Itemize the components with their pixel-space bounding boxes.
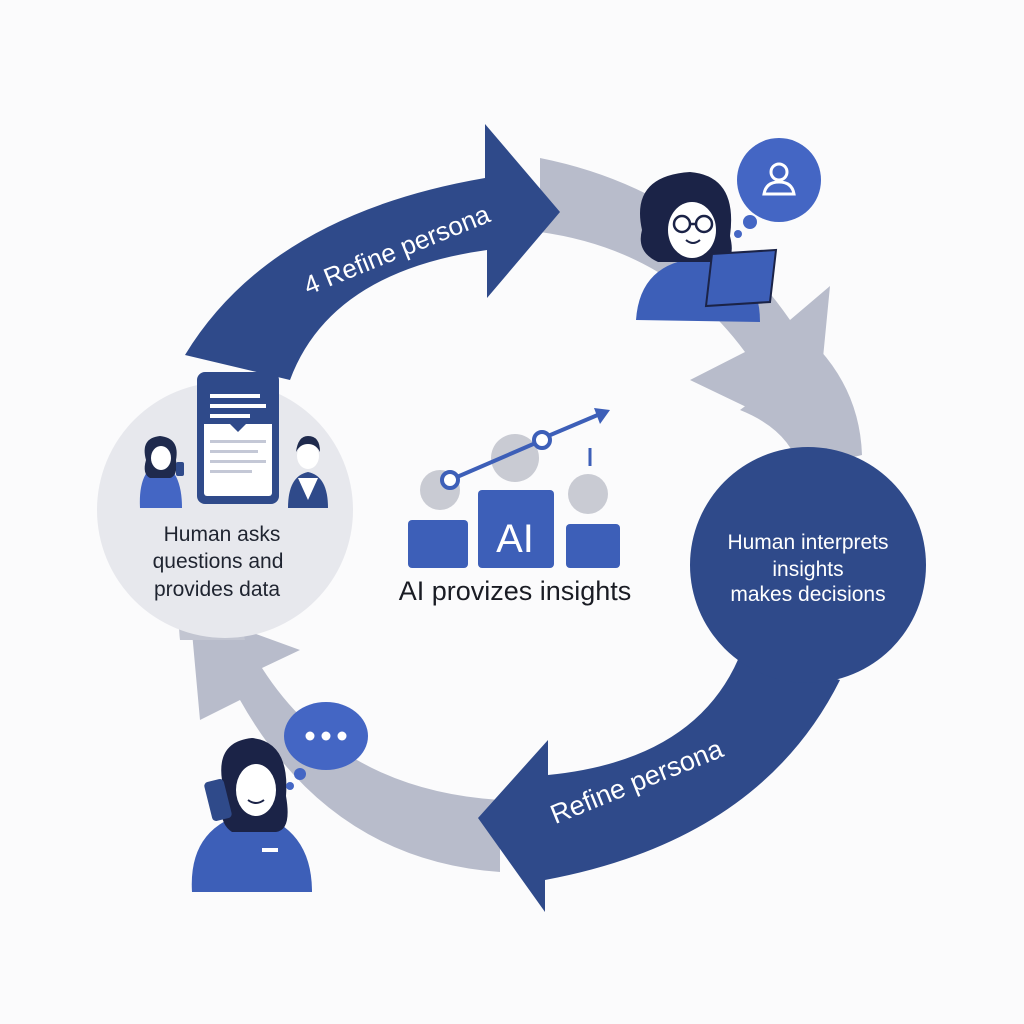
center-caption: AI provizes insights xyxy=(399,576,632,606)
right-node-circle xyxy=(690,447,926,683)
ellipsis-bubble-icon xyxy=(284,702,368,790)
woman-phone-figure xyxy=(191,738,312,892)
gray-arrow-bottom-left xyxy=(190,610,500,872)
right-node-line1: Human interprets xyxy=(727,531,888,554)
trend-arrow-icon xyxy=(440,408,610,490)
right-node-line3: makes decisions xyxy=(730,583,885,606)
man-figure xyxy=(288,436,328,508)
right-node-line2: insights xyxy=(772,558,843,581)
arrow-top-refine xyxy=(185,124,560,380)
woman-with-phone-figure xyxy=(139,436,184,508)
left-node-line1: Human asks xyxy=(164,523,281,546)
left-node-line3: provides data xyxy=(154,578,280,601)
person-bubble-icon xyxy=(734,138,821,238)
woman-laptop-figure xyxy=(636,172,778,322)
ai-badge: AI xyxy=(496,517,534,561)
document-tablet-icon xyxy=(197,372,279,504)
arrow-bottom-refine xyxy=(478,650,840,912)
gray-arrow-top-right xyxy=(540,158,830,440)
gray-arrow-right-connector xyxy=(740,350,862,470)
left-node-line2: questions and xyxy=(153,550,284,573)
